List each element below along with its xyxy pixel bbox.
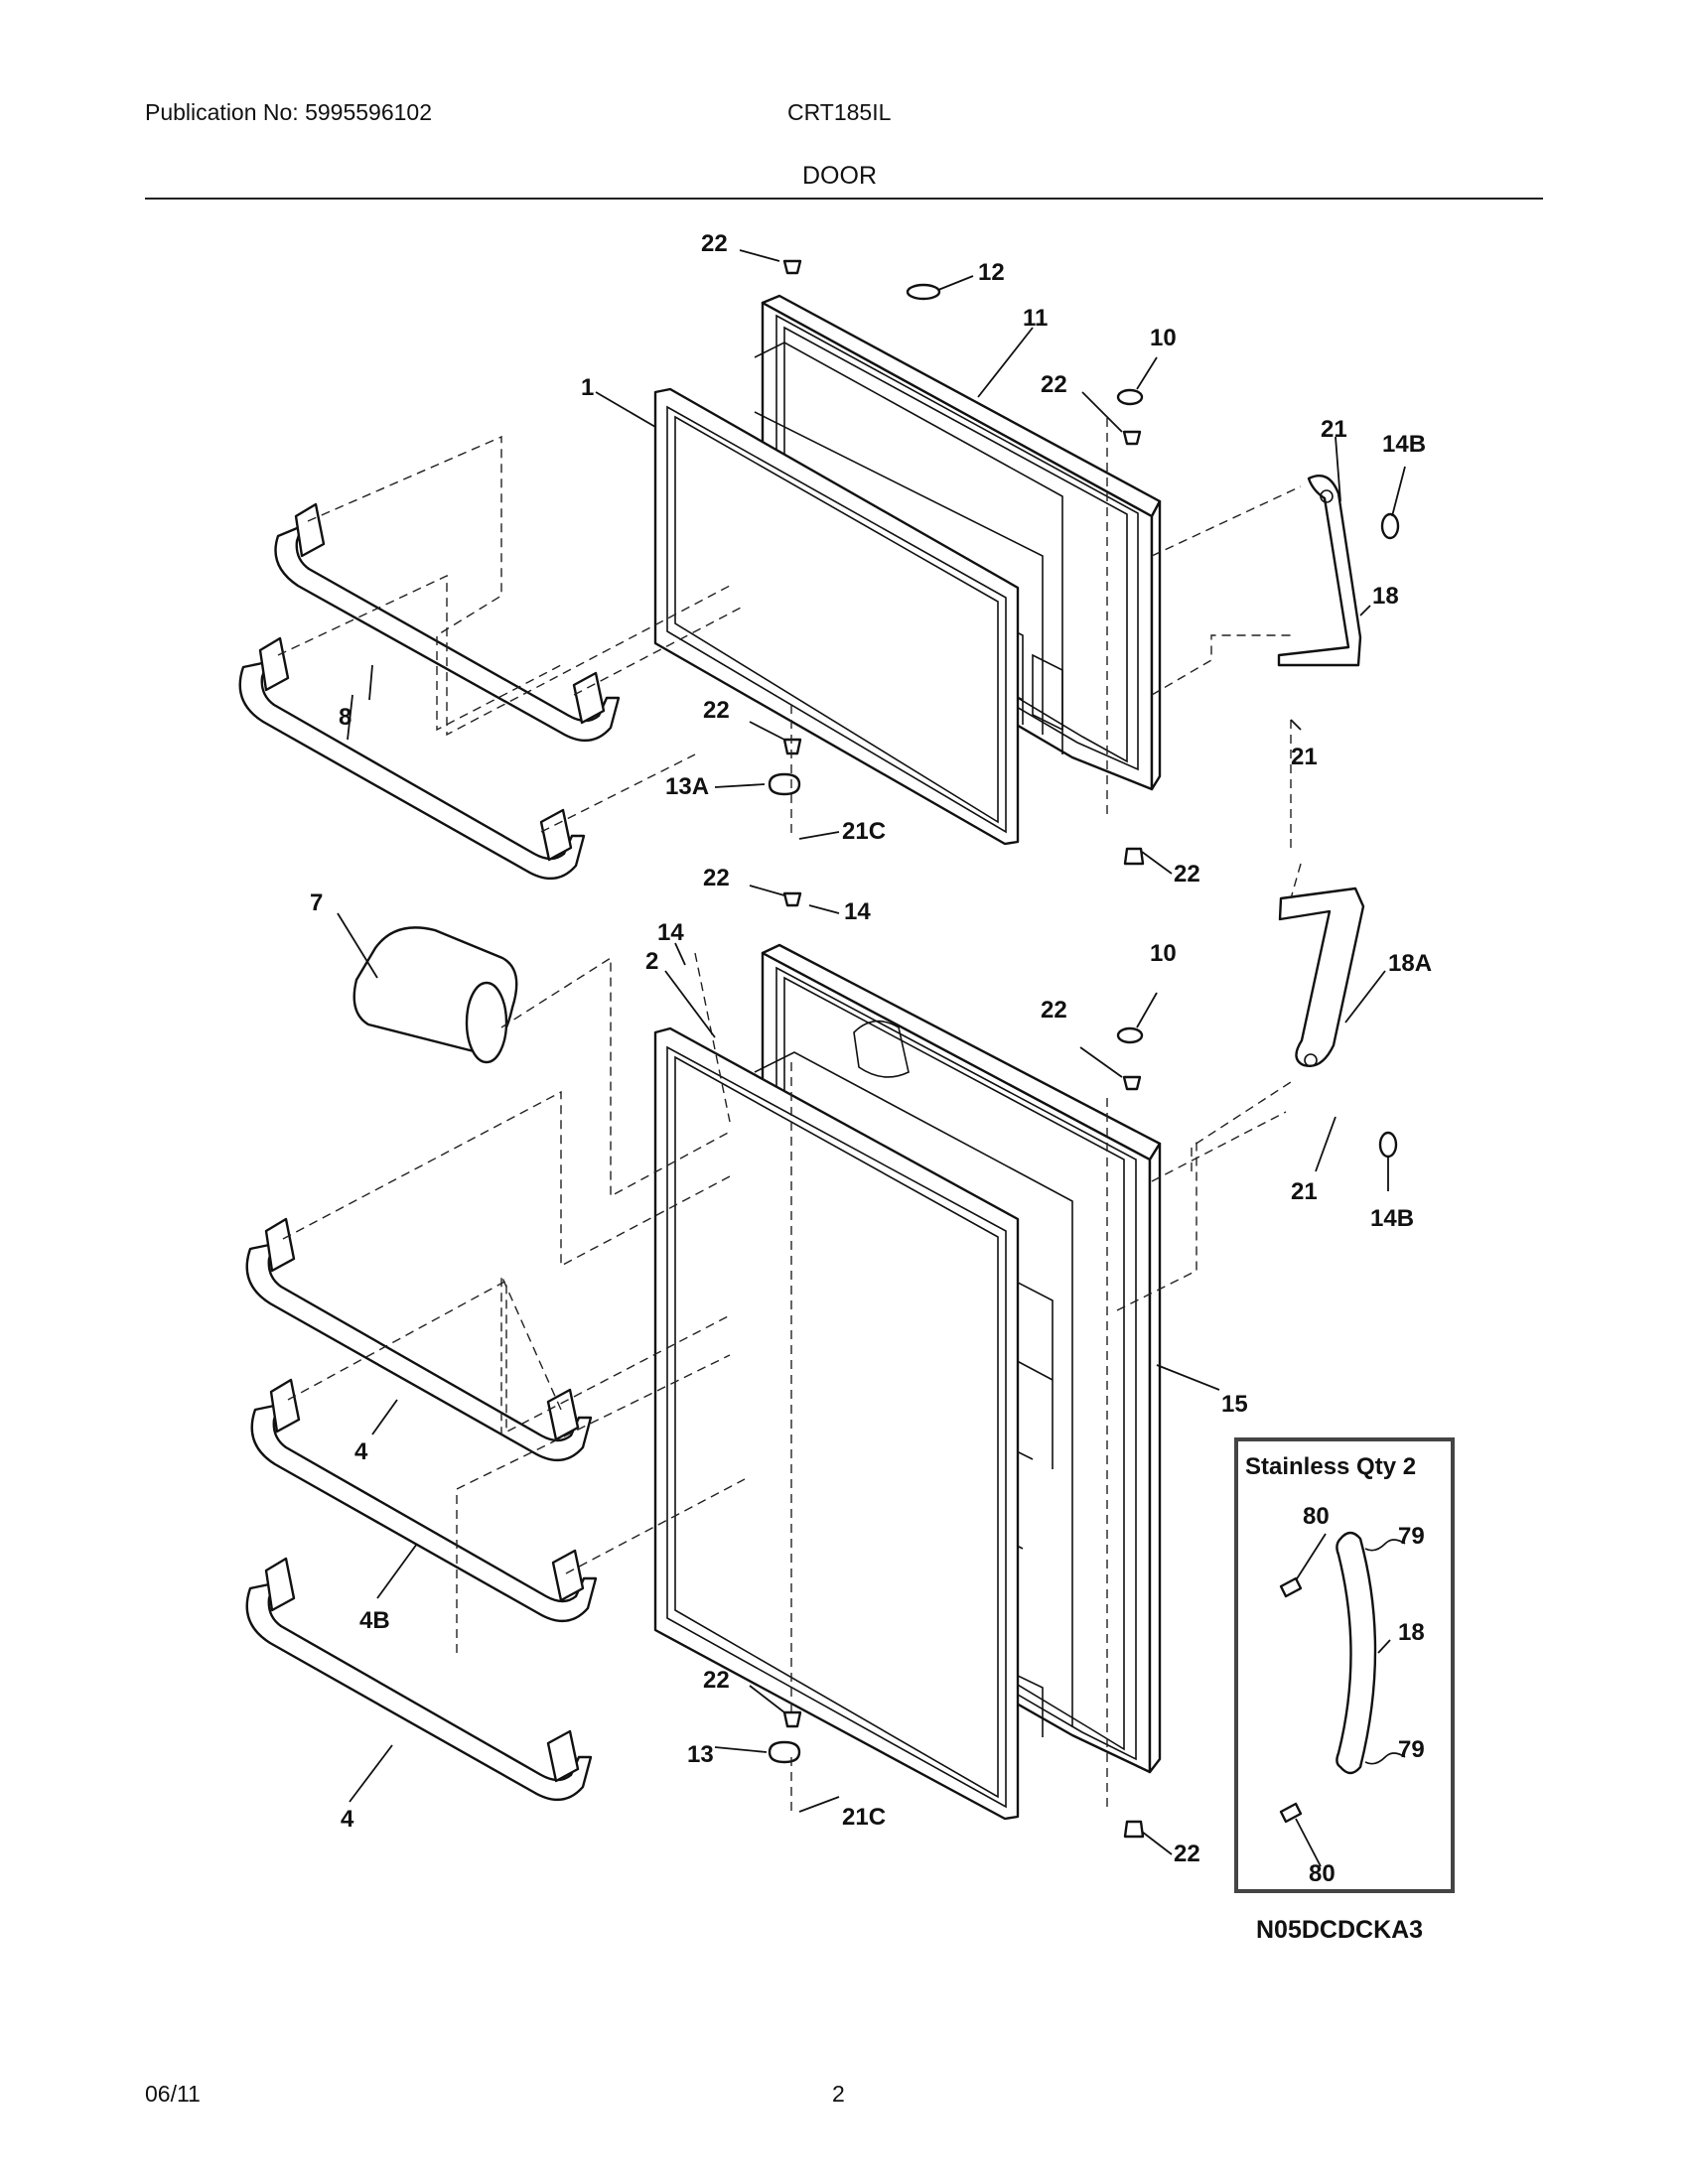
callout-22: 22 — [1174, 861, 1200, 887]
callout-10: 10 — [1150, 940, 1177, 967]
fresh-food-door-gasket-2 — [653, 1026, 1020, 1821]
door-bin-4-lower — [245, 1557, 593, 1801]
egg-container-7 — [352, 926, 518, 1064]
callout-22: 22 — [1174, 1841, 1200, 1867]
door-bin-8-lower — [238, 636, 586, 880]
section-title: DOOR — [802, 162, 877, 190]
callout-13A: 13A — [665, 773, 709, 800]
inset-callout-18: 18 — [1398, 1619, 1425, 1646]
callout-18A: 18A — [1388, 950, 1432, 977]
inset-callout-79: 79 — [1398, 1736, 1425, 1763]
inset-callout-80: 80 — [1303, 1503, 1330, 1530]
callout-21: 21 — [1321, 416, 1347, 443]
inset-callout-80: 80 — [1309, 1860, 1336, 1887]
callout-14: 14 — [844, 898, 871, 925]
callout-22: 22 — [1041, 997, 1067, 1024]
hardware-screws — [768, 259, 1400, 1839]
hinge-18 — [1277, 474, 1362, 667]
door-bin-4B — [250, 1378, 598, 1622]
callout-14B: 14B — [1370, 1205, 1414, 1232]
diagram-code: N05DCDCKA3 — [1256, 1916, 1423, 1944]
callout-4: 4 — [354, 1438, 368, 1465]
callout-4: 4 — [341, 1806, 354, 1833]
hinge-18A — [1278, 887, 1365, 1067]
callout-21C: 21C — [842, 818, 886, 845]
callout-18: 18 — [1372, 583, 1399, 610]
callout-22: 22 — [703, 865, 730, 891]
callout-11: 11 — [1023, 305, 1048, 332]
publication-number: Publication No: 5995596102 — [145, 99, 433, 125]
callout-22: 22 — [1041, 371, 1067, 398]
callout-13: 13 — [687, 1741, 714, 1768]
model-number: CRT185IL — [787, 99, 892, 125]
inset-title: Stainless Qty 2 — [1245, 1453, 1416, 1480]
callout-8: 8 — [339, 704, 352, 731]
callout-14B: 14B — [1382, 431, 1426, 458]
callout-14: 14 — [657, 919, 684, 946]
callout-22: 22 — [701, 230, 728, 257]
inset-callout-79: 79 — [1398, 1523, 1425, 1550]
footer-page-number: 2 — [832, 2081, 845, 2107]
assembly-lines — [277, 417, 1302, 1817]
stainless-handle-inset: Stainless Qty 2 80 79 18 79 80 — [1234, 1437, 1455, 1893]
freezer-door-gasket-1 — [653, 387, 1020, 846]
callout-1: 1 — [581, 374, 594, 401]
door-bin-4-upper — [245, 1217, 593, 1461]
callout-22: 22 — [703, 697, 730, 724]
callout-2: 2 — [645, 948, 658, 975]
callout-21C: 21C — [842, 1804, 886, 1831]
callout-4B: 4B — [359, 1607, 390, 1634]
callout-leader-lines — [337, 249, 1406, 1855]
callout-15: 15 — [1221, 1391, 1248, 1418]
door-bin-8-upper — [274, 502, 621, 742]
footer-date: 06/11 — [145, 2081, 201, 2107]
callout-10: 10 — [1150, 325, 1177, 351]
callout-7: 7 — [310, 889, 323, 916]
header-divider — [145, 198, 1543, 200]
callout-21: 21 — [1291, 744, 1318, 770]
callout-21: 21 — [1291, 1178, 1318, 1205]
callout-22: 22 — [703, 1667, 730, 1694]
callout-12: 12 — [978, 259, 1005, 286]
